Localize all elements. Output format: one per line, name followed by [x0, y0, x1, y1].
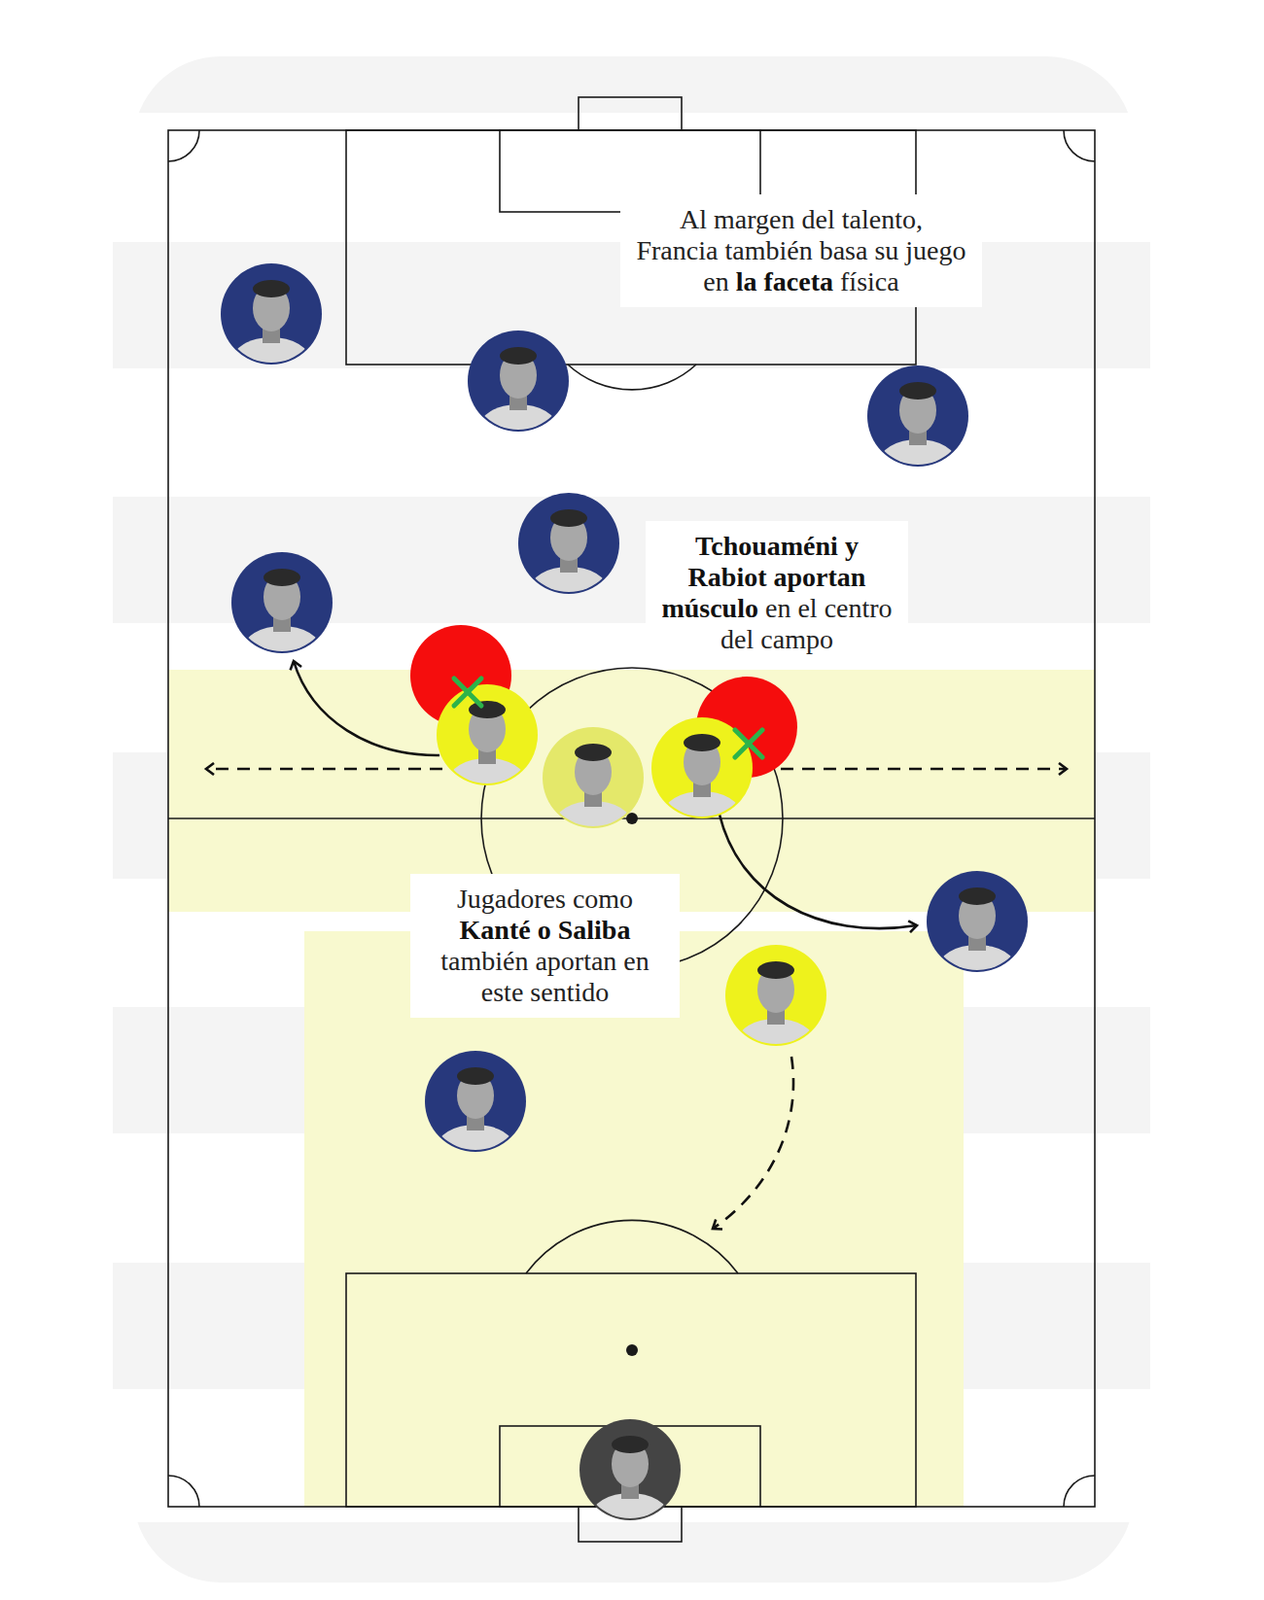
callout-text: Tchouaméni y Rabiot aportan músculo en e…	[661, 530, 893, 656]
callout-box: Al margen del talento, Francia también b…	[620, 194, 983, 308]
callout-text: Jugadores como Kanté o Saliba también ap…	[425, 883, 665, 1009]
callout-box: Jugadores como Kanté o Saliba también ap…	[410, 874, 680, 1019]
callout-box: Tchouaméni y Rabiot aportan músculo en e…	[645, 521, 909, 666]
callout-text: Al margen del talento, Francia también b…	[635, 204, 967, 298]
